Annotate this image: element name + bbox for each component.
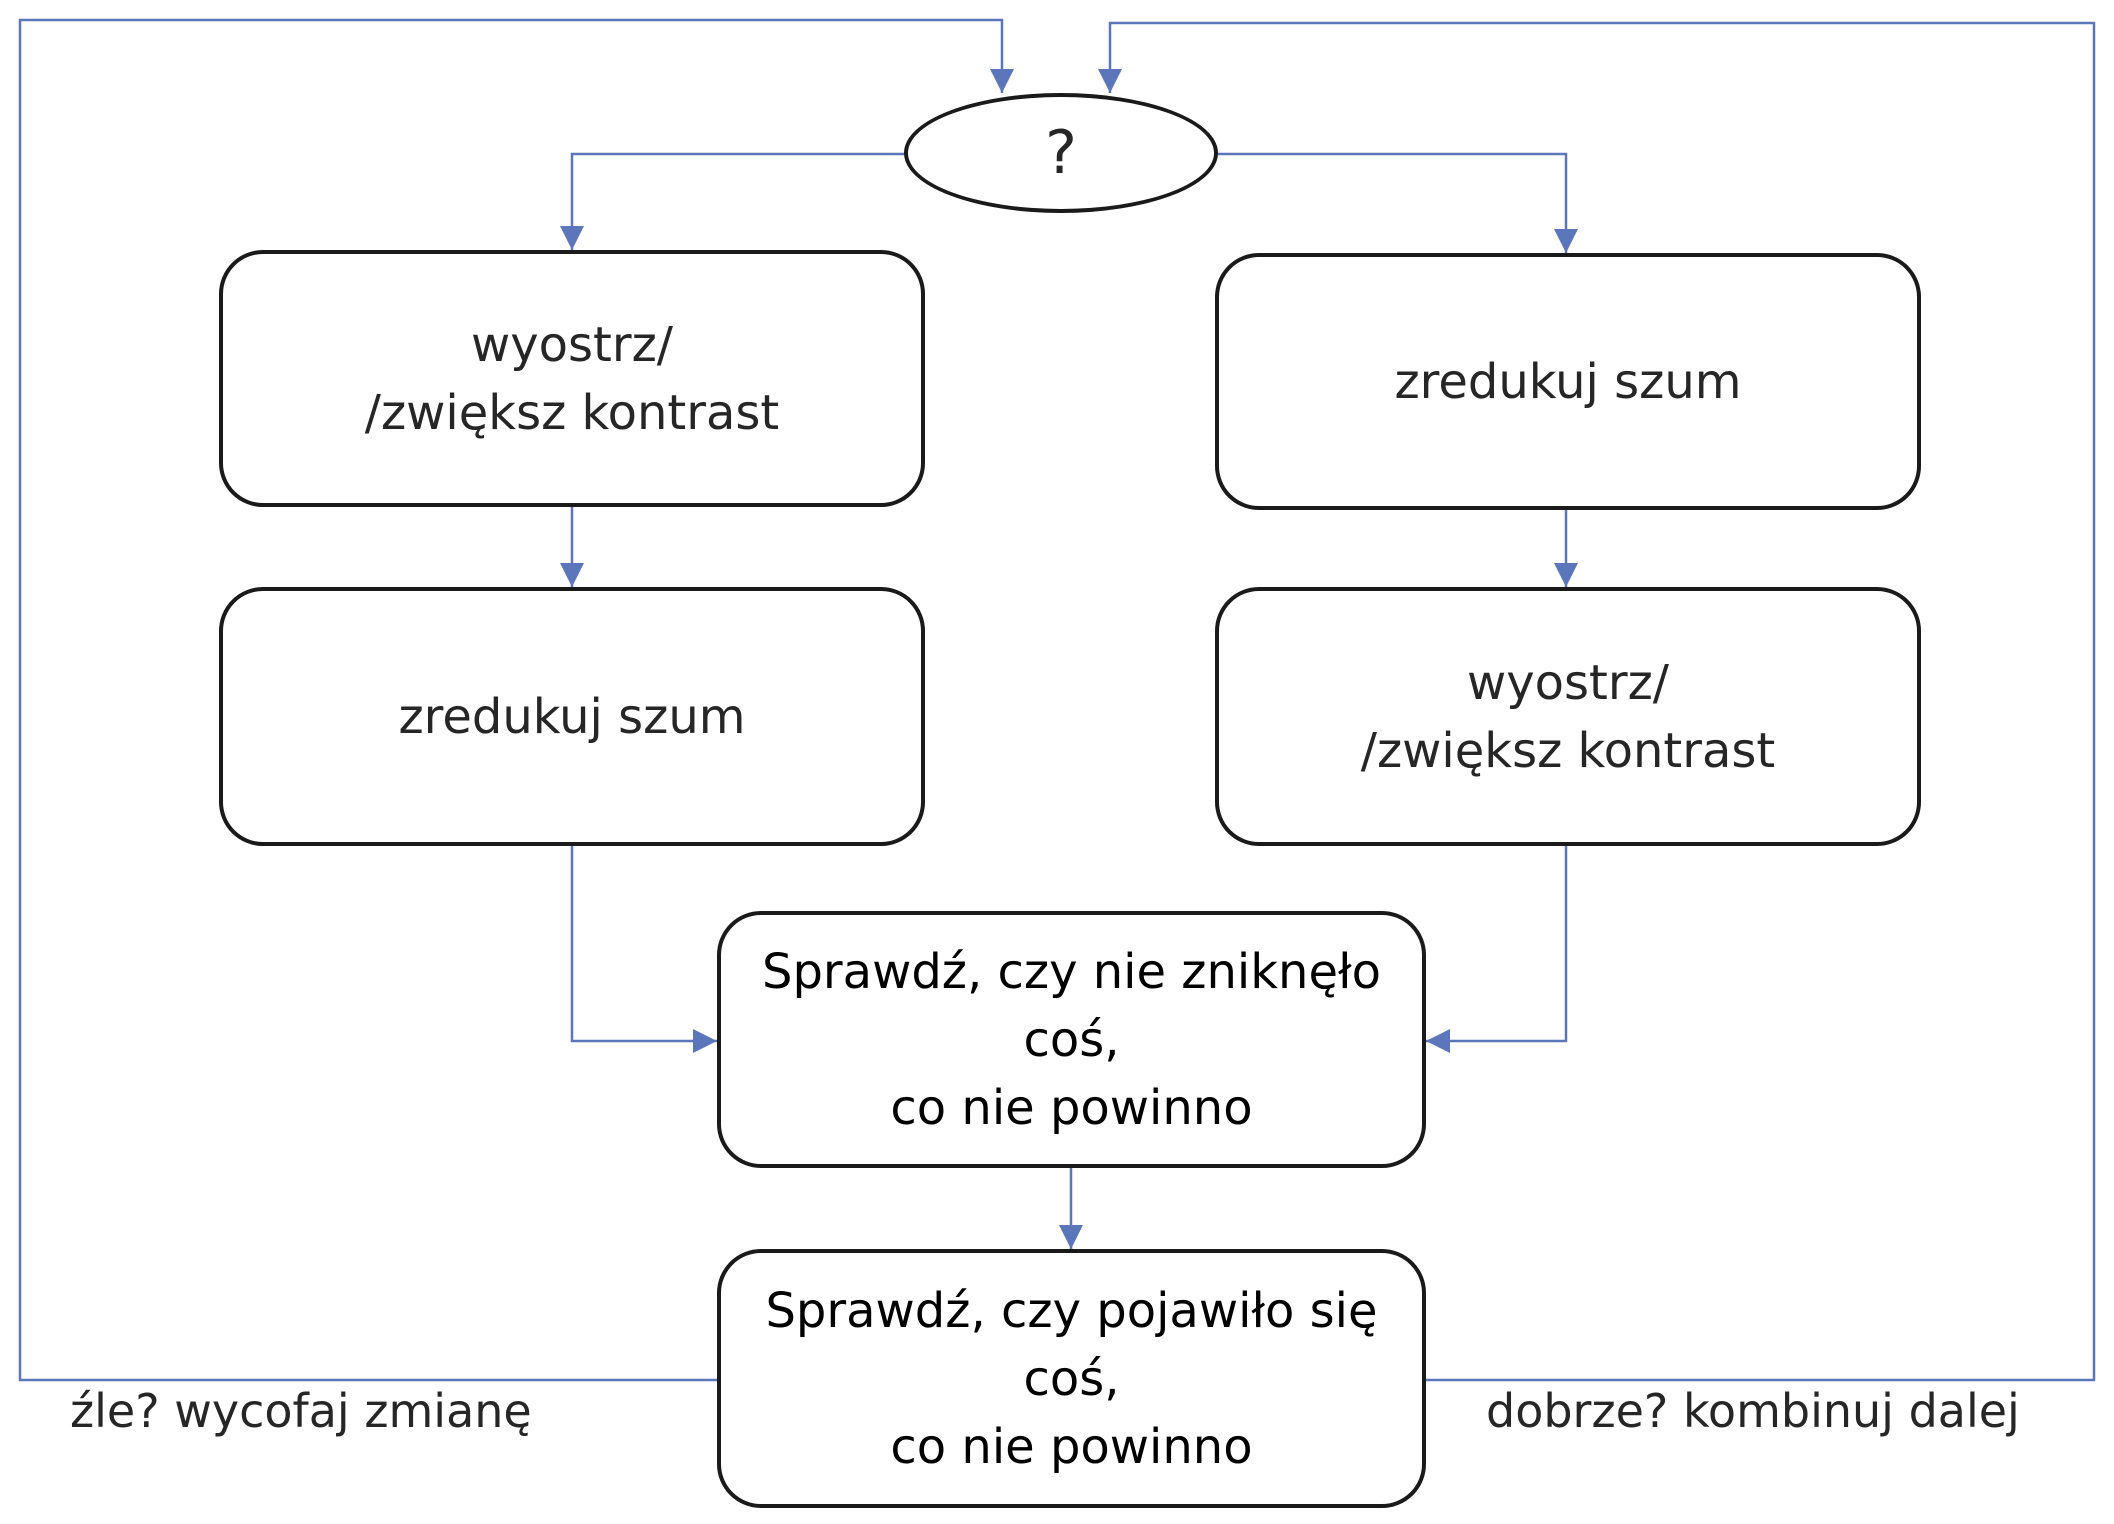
check-appeared-line1: Sprawdź, czy pojawiło się coś,	[765, 1282, 1378, 1407]
feedback-bad-label: źle? wycofaj zmianę	[70, 1384, 532, 1438]
feedback-good-label: dobrze? kombinuj dalej	[1486, 1384, 2020, 1438]
left-sharpen-node: wyostrz/ /zwiększ kontrast	[219, 250, 925, 507]
arrow-right-to-check1	[1426, 846, 1568, 1053]
decision-label: ?	[1045, 118, 1077, 188]
arrow-feedback-good	[1098, 21, 2096, 1382]
right-sharpen-line1: wyostrz/	[1467, 654, 1669, 711]
arrow-left-to-check1	[570, 846, 717, 1053]
left-sharpen-line1: wyostrz/	[471, 316, 673, 373]
left-sharpen-line2: /zwiększ kontrast	[364, 384, 780, 441]
right-sharpen-line2: /zwiększ kontrast	[1360, 722, 1776, 779]
check-disappeared-line1: Sprawdź, czy nie zniknęło coś,	[761, 943, 1382, 1068]
check-disappeared-line2: co nie powinno	[890, 1079, 1253, 1136]
right-sharpen-node: wyostrz/ /zwiększ kontrast	[1215, 587, 1921, 846]
arrow-decision-to-left	[560, 152, 904, 250]
check-disappeared-node: Sprawdź, czy nie zniknęło coś, co nie po…	[717, 911, 1426, 1168]
check-appeared-line2: co nie powinno	[890, 1418, 1253, 1475]
arrow-decision-to-right	[1218, 152, 1578, 253]
left-denoise-label: zredukuj szum	[398, 688, 746, 745]
right-denoise-label: zredukuj szum	[1394, 353, 1742, 410]
arrow-feedback-bad	[18, 18, 1014, 1382]
decision-node: ?	[904, 93, 1218, 213]
right-denoise-node: zredukuj szum	[1215, 253, 1921, 510]
check-appeared-node: Sprawdź, czy pojawiło się coś, co nie po…	[717, 1249, 1426, 1508]
left-denoise-node: zredukuj szum	[219, 587, 925, 846]
